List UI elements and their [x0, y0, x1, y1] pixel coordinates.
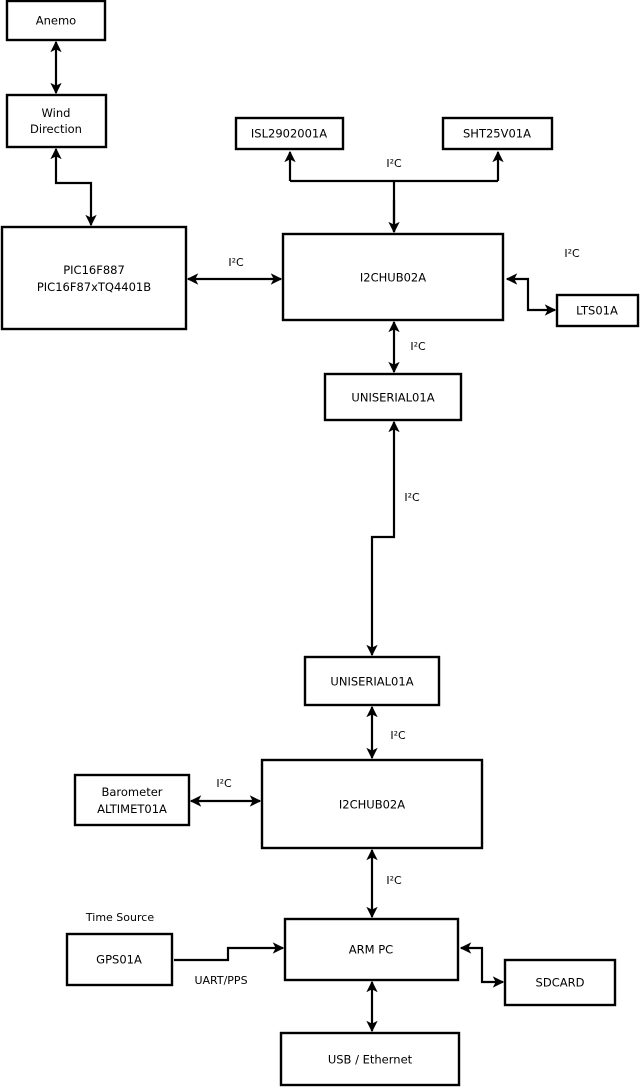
node-gps01a[interactable]: GPS01A: [65, 932, 174, 987]
node-lts01a[interactable]: LTS01A: [555, 293, 640, 328]
node-sdcard[interactable]: SDCARD: [503, 958, 617, 1007]
node-barometer[interactable]: Barometer ALTIMET01A: [73, 773, 191, 827]
node-usb-ethernet[interactable]: USB / Ethernet: [279, 1031, 461, 1087]
edge-wind-pic: [50, 147, 97, 227]
label-time-source: Time Source: [85, 911, 154, 924]
node-isl2902001a[interactable]: ISL2902001A: [234, 116, 345, 151]
edge-pic-hubtop: I²C: [186, 256, 283, 285]
node-label-i2chub02a-top: I2CHUB02A: [360, 271, 426, 285]
node-uniserial01a-top[interactable]: UNISERIAL01A: [323, 372, 463, 422]
node-label-barometer-line1: Barometer: [101, 785, 162, 799]
node-arm-pc[interactable]: ARM PC: [283, 917, 460, 982]
edge-label-hubtop-sensors: I²C: [386, 157, 402, 170]
edge-hubtop-lts: I²C: [505, 247, 580, 316]
edge-label-barometer-hubbot: I²C: [216, 777, 232, 790]
edge-label-hubtop-uniserial: I²C: [410, 340, 426, 353]
node-label-sdcard: SDCARD: [536, 976, 585, 990]
node-label-wind-direction-line1: Wind: [42, 106, 71, 120]
edge-label-gps-armpc: UART/PPS: [194, 974, 247, 987]
node-label-arm-pc: ARM PC: [349, 943, 393, 957]
node-label-pic-line2: PIC16F87xTQ4401B: [37, 280, 151, 294]
edge-hubtop-uniserial: I²C: [388, 320, 426, 374]
node-label-usb-ethernet: USB / Ethernet: [328, 1053, 413, 1067]
node-sht25v01a[interactable]: SHT25V01A: [441, 116, 554, 151]
node-anemo[interactable]: Anemo: [5, 0, 107, 42]
edge-uniserial-link: I²C: [366, 420, 420, 657]
edge-label-hubtop-lts: I²C: [564, 247, 580, 260]
node-label-gps01a: GPS01A: [96, 953, 142, 967]
node-label-barometer-line2: ALTIMET01A: [97, 802, 167, 816]
node-uniserial01a-bottom[interactable]: UNISERIAL01A: [303, 655, 441, 707]
edge-label-hubbot-armpc: I²C: [386, 874, 402, 887]
node-i2chub02a-bottom[interactable]: I2CHUB02A: [260, 758, 484, 850]
edge-uniserialbot-hubbot: I²C: [366, 705, 406, 760]
node-label-uniserial01a-bottom: UNISERIAL01A: [330, 675, 413, 689]
node-pic[interactable]: PIC16F887 PIC16F87xTQ4401B: [0, 225, 188, 331]
edge-armpc-sdcard: [459, 942, 505, 988]
edge-gps-armpc: UART/PPS: [174, 942, 285, 987]
edge-label-uniserialbot-hubbot: I²C: [390, 729, 406, 742]
node-label-sht25v01a: SHT25V01A: [463, 127, 531, 141]
node-wind-direction[interactable]: Wind Direction: [5, 93, 108, 149]
node-label-pic-line1: PIC16F887: [63, 263, 125, 277]
edge-hubtop-sensors: I²C: [284, 150, 504, 234]
node-label-lts01a: LTS01A: [576, 304, 618, 318]
node-label-isl2902001a: ISL2902001A: [251, 127, 327, 141]
node-label-anemo: Anemo: [36, 14, 76, 28]
edge-barometer-hubbot: I²C: [189, 777, 262, 807]
edge-label-pic-hubtop: I²C: [228, 256, 244, 269]
node-label-wind-direction-line2: Direction: [30, 122, 82, 136]
node-label-uniserial01a-top: UNISERIAL01A: [351, 391, 434, 405]
node-i2chub02a-top[interactable]: I2CHUB02A: [281, 232, 505, 322]
edge-hubbot-armpc: I²C: [366, 848, 402, 919]
node-label-i2chub02a-bottom: I2CHUB02A: [339, 798, 405, 812]
edge-label-uniserial-link: I²C: [404, 491, 420, 504]
